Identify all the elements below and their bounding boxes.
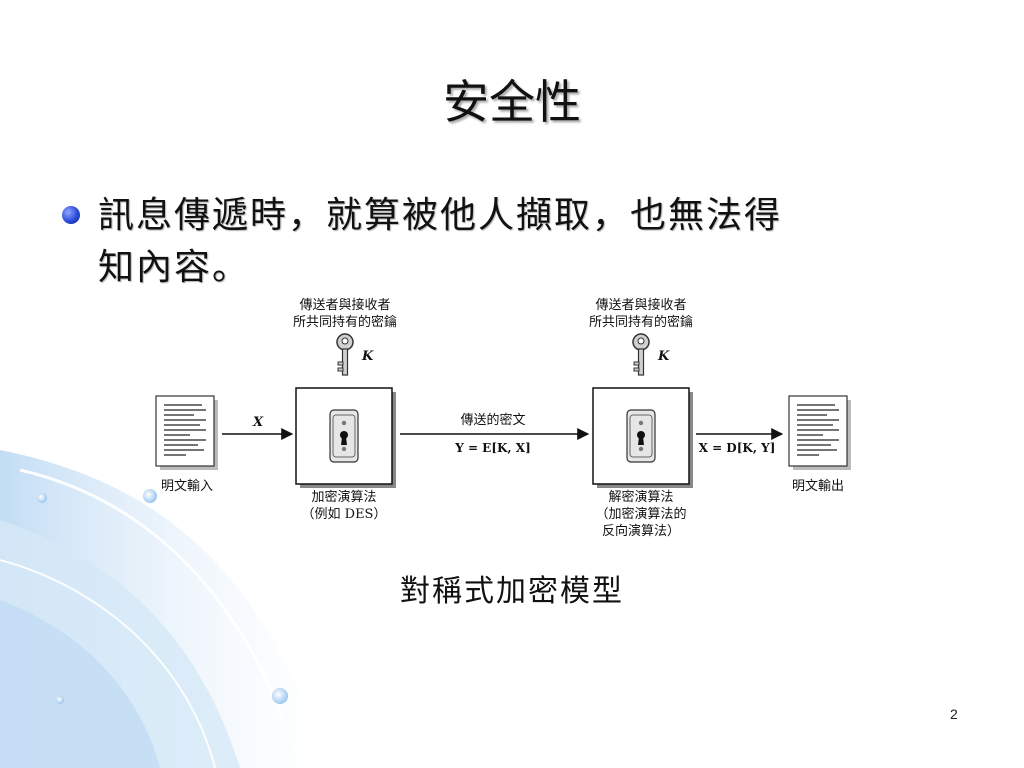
bubble xyxy=(272,688,288,704)
bullet-item: 訊息傳遞時，就算被他人擷取，也無法得 知內容。 xyxy=(62,190,942,294)
bubble xyxy=(143,489,157,503)
decryption-box xyxy=(592,387,693,488)
decrypt-label-line: 反向演算法） xyxy=(602,523,680,539)
left-key-symbol: K xyxy=(361,349,374,364)
right-key-caption-line: 所共同持有的密鑰 xyxy=(589,314,693,330)
decrypt-label-line: 解密演算法 xyxy=(608,489,673,505)
encrypt-label-line: 加密演算法 xyxy=(311,489,376,505)
plaintext-output-document-icon xyxy=(788,395,851,470)
slide-title: 安全性 xyxy=(443,75,581,129)
encrypt-label-line: （例如 DES） xyxy=(302,506,387,522)
transmitted-ciphertext-label: 傳送的密文 xyxy=(460,412,525,428)
decrypt-label-line: （加密演算法的 xyxy=(595,506,686,522)
bullet-line: 訊息傳遞時，就算被他人擷取，也無法得 xyxy=(98,195,783,236)
key-icon xyxy=(336,333,354,376)
page-number: 2 xyxy=(950,706,958,722)
plaintext-output-label: 明文輸出 xyxy=(792,479,844,494)
bubble xyxy=(56,696,64,704)
bullet-line: 知內容。 xyxy=(98,247,251,288)
right-key-symbol: K xyxy=(657,349,670,364)
bullet-text: 訊息傳遞時，就算被他人擷取，也無法得 知內容。 xyxy=(98,190,782,294)
bubble xyxy=(37,493,47,503)
bullet-dot-icon xyxy=(62,206,80,224)
right-key-caption-line: 傳送者與接收者 xyxy=(595,297,686,313)
plaintext-input-document-icon xyxy=(155,395,218,470)
left-key-caption-line: 所共同持有的密鑰 xyxy=(293,314,397,330)
left-key-caption-line: 傳送者與接收者 xyxy=(299,297,390,313)
lock-icon xyxy=(329,409,359,463)
key-icon xyxy=(632,333,650,376)
wave-shape xyxy=(0,600,160,768)
ciphertext-formula: Y = E[K, X] xyxy=(454,441,531,455)
input-arrow-label: X xyxy=(252,415,264,430)
encryption-box xyxy=(295,387,396,488)
lock-icon xyxy=(626,409,656,463)
plaintext-input-label: 明文輸入 xyxy=(161,479,213,494)
output-formula: X = D[K, Y] xyxy=(699,441,776,455)
wave-line xyxy=(0,559,216,768)
diagram-caption: 對稱式加密模型 xyxy=(400,574,624,609)
